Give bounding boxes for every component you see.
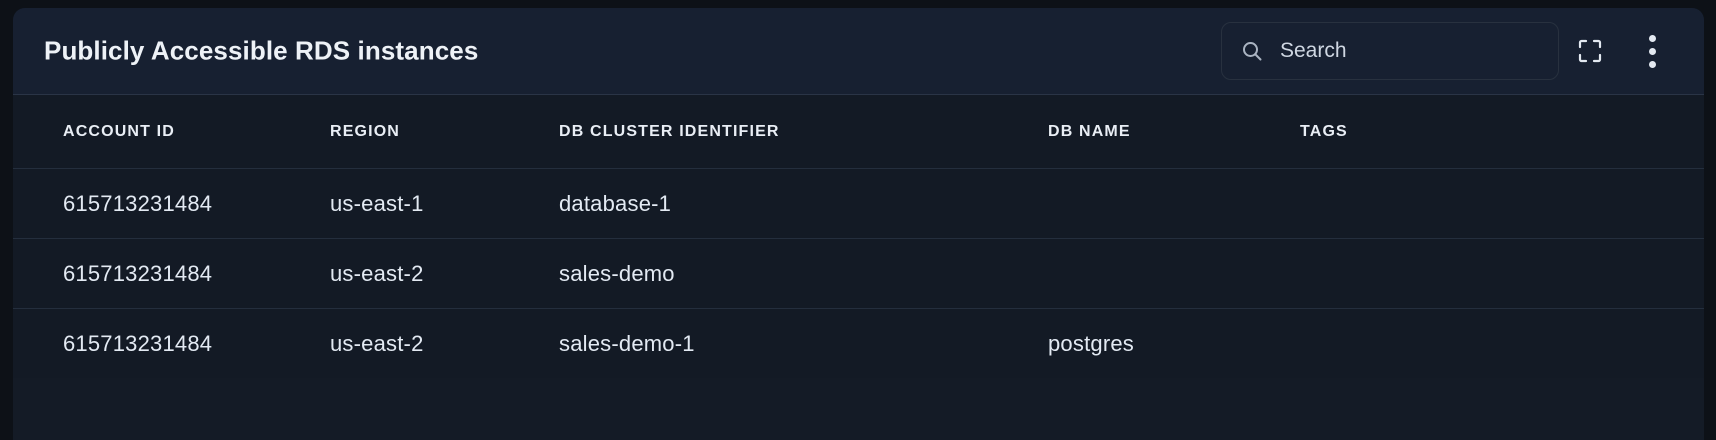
more-options-button[interactable] [1621,22,1683,80]
fullscreen-icon [1577,38,1603,64]
header-tools [1221,22,1683,80]
search-input[interactable] [1280,39,1551,63]
table-header-row: ACCOUNT ID REGION DB CLUSTER IDENTIFIER … [13,95,1704,168]
column-header-db-cluster-identifier[interactable]: DB CLUSTER IDENTIFIER [559,122,780,140]
rds-instances-table: ACCOUNT ID REGION DB CLUSTER IDENTIFIER … [13,95,1704,378]
cell-db-name: postgres [1048,330,1134,356]
cell-db-cluster-identifier: sales-demo-1 [559,330,695,356]
fullscreen-button[interactable] [1559,22,1621,80]
cell-account-id: 615713231484 [63,190,213,216]
column-header-db-name[interactable]: DB NAME [1048,122,1131,140]
cell-db-cluster-identifier: database-1 [559,190,672,216]
more-options-icon [1648,34,1656,68]
column-header-tags[interactable]: TAGS [1300,122,1348,140]
column-header-account-id[interactable]: ACCOUNT ID [63,122,175,140]
cell-region: us-east-1 [330,190,424,216]
cell-account-id: 615713231484 [63,330,213,356]
cell-region: us-east-2 [330,330,424,356]
panel-header: Publicly Accessible RDS instances [13,8,1704,95]
table-row[interactable]: 615713231484 us-east-1 database-1 [13,168,1704,238]
cell-region: us-east-2 [330,260,424,286]
column-header-region[interactable]: REGION [330,122,401,140]
cell-db-cluster-identifier: sales-demo [559,260,675,286]
search-icon [1240,39,1264,63]
page-title: Publicly Accessible RDS instances [44,35,479,66]
table-row[interactable]: 615713231484 us-east-2 sales-demo [13,238,1704,308]
cell-account-id: 615713231484 [63,260,213,286]
table-row[interactable]: 615713231484 us-east-2 sales-demo-1 post… [13,308,1704,378]
search-box[interactable] [1221,22,1559,80]
rds-instances-panel: Publicly Accessible RDS instances [13,8,1704,440]
